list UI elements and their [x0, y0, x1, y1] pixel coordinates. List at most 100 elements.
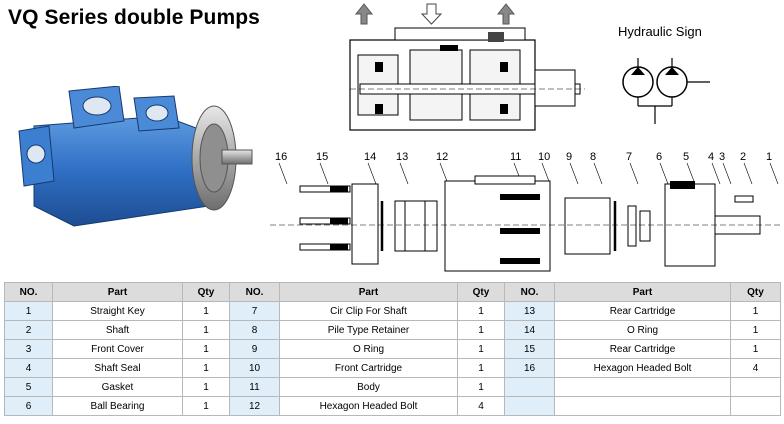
part-number-label: 15 — [316, 151, 328, 163]
part-name-cell: Front Cover — [52, 339, 183, 359]
qty-cell: 1 — [182, 358, 230, 378]
leader-line — [278, 162, 288, 185]
leader-line — [711, 162, 721, 185]
part-name-cell — [554, 377, 731, 397]
part-no-cell: 4 — [4, 358, 53, 378]
qty-cell: 1 — [457, 358, 505, 378]
part-number-label: 7 — [626, 151, 632, 163]
qty-cell: 4 — [457, 396, 505, 416]
leader-line — [659, 162, 669, 185]
leader-line — [769, 162, 779, 185]
part-no-cell: 7 — [229, 301, 280, 321]
part-no-cell: 9 — [229, 339, 280, 359]
leader-line — [686, 162, 696, 185]
col-header: NO. — [4, 282, 53, 302]
part-no-cell — [504, 377, 555, 397]
part-name-cell: O Ring — [554, 320, 731, 340]
leader-line — [743, 162, 753, 185]
leader-line — [722, 162, 732, 185]
part-number-label: 13 — [396, 151, 408, 163]
qty-cell: 1 — [730, 339, 781, 359]
part-number-label: 16 — [275, 151, 287, 163]
part-no-cell: 13 — [504, 301, 555, 321]
part-number-label: 2 — [740, 151, 746, 163]
part-name-cell: O Ring — [279, 339, 458, 359]
part-number-label: 3 — [719, 151, 725, 163]
pump-photo — [18, 86, 253, 227]
part-name-cell: Ball Bearing — [52, 396, 183, 416]
parts-table: NO. Part Qty NO. Part Qty NO. Part Qty 1… — [4, 282, 781, 416]
part-name-cell: Gasket — [52, 377, 183, 397]
col-header: Part — [52, 282, 183, 302]
part-number-label: 4 — [708, 151, 714, 163]
col-header: Part — [279, 282, 458, 302]
part-no-cell: 11 — [229, 377, 280, 397]
part-name-cell: Straight Key — [52, 301, 183, 321]
qty-cell: 4 — [730, 358, 781, 378]
part-no-cell: 5 — [4, 377, 53, 397]
leader-line — [593, 162, 603, 185]
part-name-cell: Hexagon Headed Bolt — [279, 396, 458, 416]
part-no-cell: 14 — [504, 320, 555, 340]
leader-line — [319, 162, 329, 185]
qty-cell: 1 — [182, 377, 230, 397]
part-number-label: 6 — [656, 151, 662, 163]
part-no-cell: 16 — [504, 358, 555, 378]
part-no-cell: 1 — [4, 301, 53, 321]
part-name-cell: Pile Type Retainer — [279, 320, 458, 340]
part-name-cell: Body — [279, 377, 458, 397]
leader-line — [629, 162, 639, 185]
col-header: Qty — [457, 282, 505, 302]
part-name-cell: Shaft Seal — [52, 358, 183, 378]
qty-cell: 1 — [730, 320, 781, 340]
qty-cell: 1 — [182, 320, 230, 340]
qty-cell: 1 — [182, 396, 230, 416]
part-no-cell: 8 — [229, 320, 280, 340]
qty-cell: 1 — [182, 339, 230, 359]
part-number-label: 8 — [590, 151, 596, 163]
part-name-cell: Shaft — [52, 320, 183, 340]
part-number-label: 10 — [538, 151, 550, 163]
part-name-cell: Hexagon Headed Bolt — [554, 358, 731, 378]
qty-cell: 1 — [730, 301, 781, 321]
qty-cell: 1 — [182, 301, 230, 321]
leader-line — [367, 162, 377, 185]
part-number-label: 14 — [364, 151, 376, 163]
part-no-cell: 3 — [4, 339, 53, 359]
part-number-label: 11 — [510, 151, 521, 163]
hydraulic-sign-label: Hydraulic Sign — [618, 24, 702, 39]
col-header: NO. — [504, 282, 555, 302]
qty-cell: 1 — [457, 339, 505, 359]
part-name-cell: Rear Cartridge — [554, 301, 731, 321]
part-name-cell: Rear Cartridge — [554, 339, 731, 359]
col-header: NO. — [229, 282, 280, 302]
section-view-drawing — [349, 3, 585, 131]
part-no-cell: 6 — [4, 396, 53, 416]
leader-line — [569, 162, 579, 185]
qty-cell: 1 — [457, 320, 505, 340]
hydraulic-symbol — [622, 58, 710, 124]
part-name-cell: Cir Clip For Shaft — [279, 301, 458, 321]
page-title: VQ Series double Pumps — [8, 6, 260, 29]
col-header: Part — [554, 282, 731, 302]
qty-cell: 1 — [457, 301, 505, 321]
part-name-cell: Front Cartridge — [279, 358, 458, 378]
qty-cell — [730, 377, 781, 397]
part-number-label: 1 — [766, 151, 772, 163]
part-no-cell — [504, 396, 555, 416]
col-header: Qty — [182, 282, 230, 302]
part-number-label: 9 — [566, 151, 572, 163]
part-name-cell — [554, 396, 731, 416]
part-no-cell: 12 — [229, 396, 280, 416]
leader-line — [399, 162, 409, 185]
qty-cell: 1 — [457, 377, 505, 397]
qty-cell — [730, 396, 781, 416]
